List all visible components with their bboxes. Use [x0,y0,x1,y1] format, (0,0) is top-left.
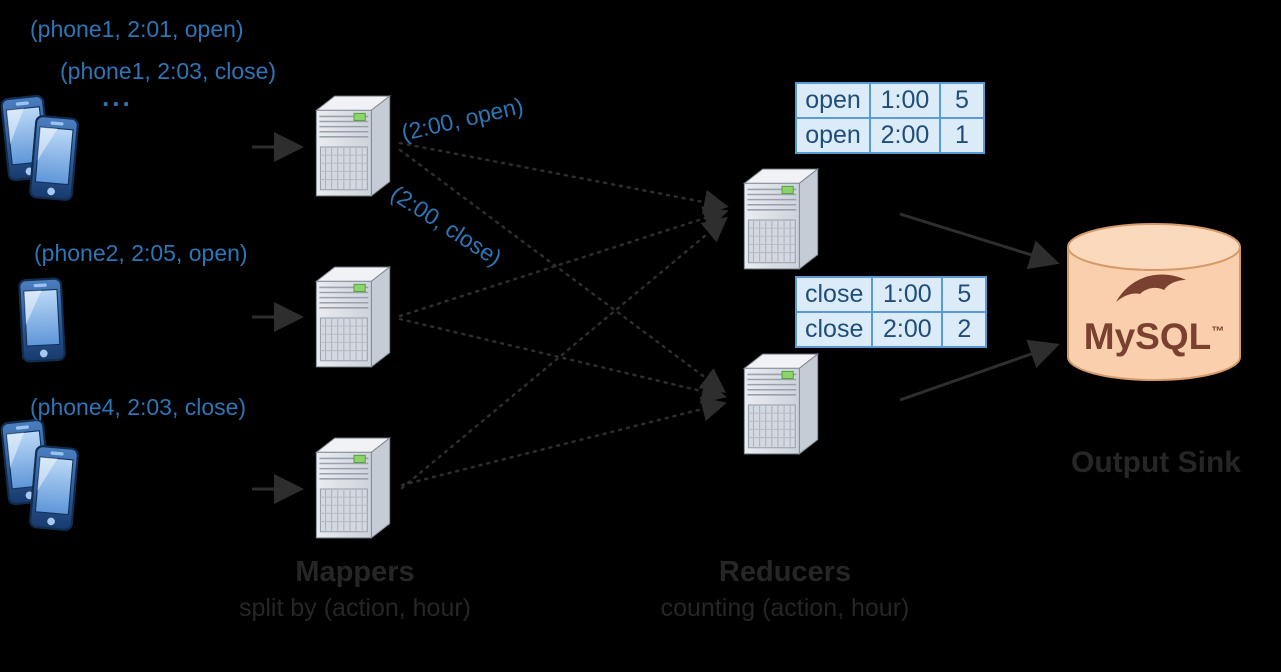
table-cell: 2:00 [871,311,944,348]
output-sink-caption: Output Sink [1071,446,1241,479]
arrow-icon [400,396,727,487]
table-cell: 5 [941,276,988,313]
arrow-icon [398,141,729,215]
table-row: open 2:00 1 [795,117,985,154]
table-row: close 2:00 2 [794,311,988,348]
server-tower-icon mapper-2 [315,266,391,368]
table-cell: 1 [939,117,985,154]
mappers-caption-subtitle: split by (action, hour) [238,594,472,622]
close-counts-table: close 1:00 5 close 2:00 2 [794,276,988,348]
mappers-caption-title: Mappers [295,556,415,588]
server-tower-icon reducer-2 [743,353,819,455]
arrow-icon [398,317,727,404]
table-cell: open [795,82,871,119]
mysql-logo-text: MySQL [1083,316,1212,357]
table-cell: 1:00 [869,82,941,119]
phone-group-2 [17,277,67,363]
phone-group-3 [0,418,80,532]
events-ellipsis: ... [102,82,133,112]
phone-icon [28,114,80,202]
arrow-icon [899,212,1060,270]
arrow-icon [400,216,728,490]
phone-icon [17,277,67,363]
table-cell: 1:00 [871,276,944,313]
event-label-3: (phone2, 2:05, open) [34,240,248,266]
phone-group-1 [0,94,80,202]
open-counts-table: open 1:00 5 open 2:00 1 [795,82,985,154]
database-cylinder-icon [1067,223,1241,381]
table-row: open 1:00 5 [795,82,985,119]
mapper-to-reducer-arrows [398,141,729,490]
event-label-1: (phone1, 2:01, open) [30,16,244,42]
arrow-icon [398,148,727,393]
table-cell: close [794,276,874,313]
table-cell: close [794,311,874,348]
arrow-icon [899,339,1060,402]
reducers-caption-subtitle: counting (action, hour) [660,594,910,622]
phone-icon [28,444,80,532]
phone-to-mapper-arrows [252,132,304,504]
reducer-to-sink-arrows [899,212,1060,402]
table-cell: open [795,117,871,154]
table-cell: 2 [941,311,988,348]
table-row: close 1:00 5 [794,276,988,313]
trademark-symbol: ™ [1211,323,1225,339]
mysql-dolphin-icon [1116,274,1186,302]
table-cell: 5 [939,82,985,119]
server-tower-icon reducer-1 [743,168,819,270]
table-cell: 2:00 [869,117,941,154]
event-label-2: (phone1, 2:03, close) [60,58,277,84]
reducers-caption-title: Reducers [718,556,852,588]
server-tower-icon mapper-1 [315,95,391,197]
arrow-icon [398,206,729,318]
server-tower-icon mapper-3 [315,437,391,539]
mysql-logo: MySQL™ [1080,316,1228,358]
event-label-4: (phone4, 2:03, close) [30,394,247,420]
